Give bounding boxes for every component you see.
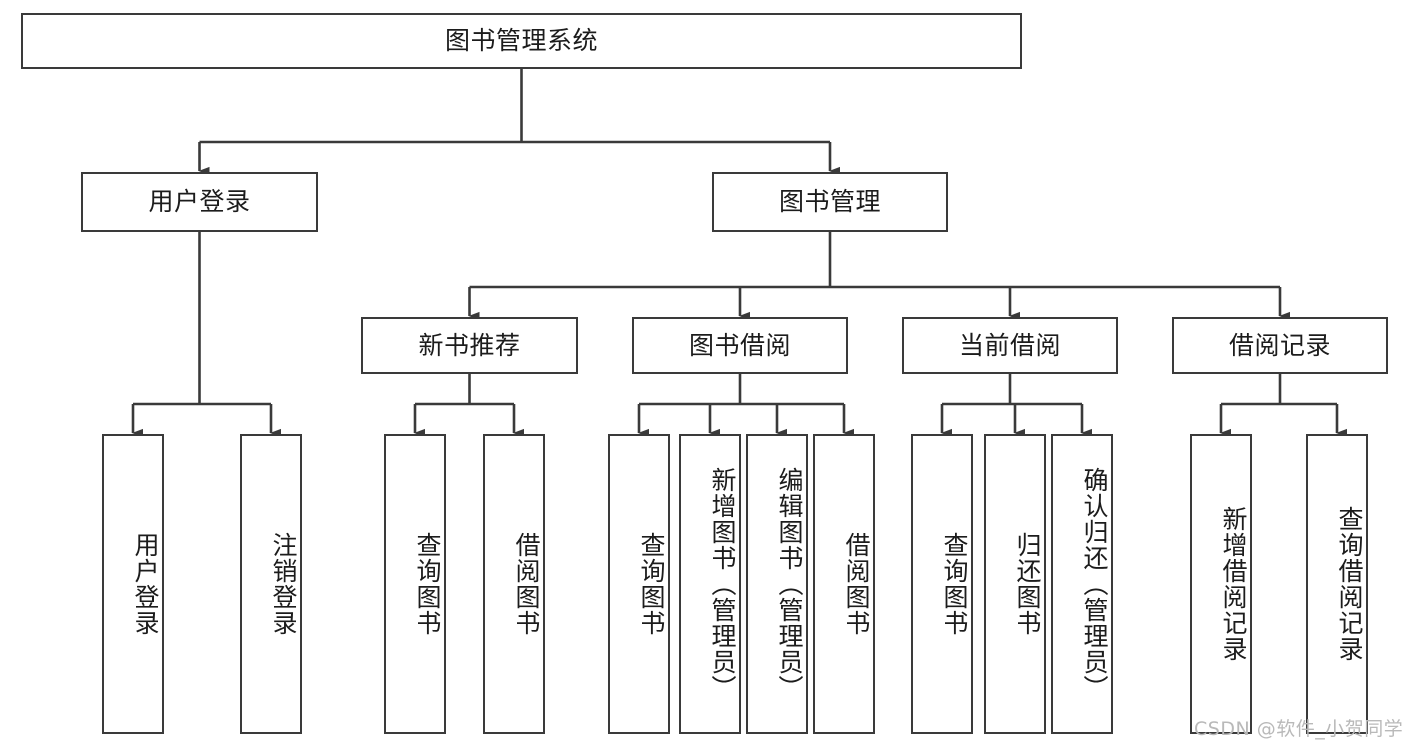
leaf-cur-query-book-label: 查询图书 [940, 532, 969, 636]
leaf-rec-borrow-book[interactable]: 借阅图书 [483, 434, 545, 734]
leaf-rec-query-record[interactable]: 查询借阅记录 [1306, 434, 1368, 734]
node-root-label: 图书管理系统 [444, 26, 598, 56]
node-user-login[interactable]: 用户登录 [81, 172, 318, 232]
leaf-borrow-query-book-label: 查询图书 [637, 532, 666, 636]
leaf-borrow-borrow-book[interactable]: 借阅图书 [813, 434, 875, 734]
leaf-borrow-query-book[interactable]: 查询图书 [608, 434, 670, 734]
node-book-borrow[interactable]: 图书借阅 [632, 317, 848, 374]
leaf-borrow-borrow-book-label: 借阅图书 [842, 532, 871, 636]
node-user-login-label: 用户登录 [148, 187, 251, 217]
leaf-cur-return-book-label: 归还图书 [1013, 532, 1042, 636]
leaf-rec-query-book[interactable]: 查询图书 [384, 434, 446, 734]
leaf-rec-add-record[interactable]: 新增借阅记录 [1190, 434, 1252, 734]
leaf-rec-query-record-label: 查询借阅记录 [1335, 506, 1364, 662]
node-current-borrow-label: 当前借阅 [958, 330, 1061, 360]
node-book-management-label: 图书管理 [778, 187, 881, 217]
leaf-cur-return-book[interactable]: 归还图书 [984, 434, 1046, 734]
node-new-book-recommend[interactable]: 新书推荐 [361, 317, 578, 374]
leaf-user-login[interactable]: 用户登录 [102, 434, 164, 734]
leaf-cur-confirm-return-label: 确认归还（管理员） [1080, 467, 1109, 701]
leaf-cur-query-book[interactable]: 查询图书 [911, 434, 973, 734]
node-root[interactable]: 图书管理系统 [21, 13, 1022, 69]
leaf-borrow-add-book[interactable]: 新增图书（管理员） [679, 434, 741, 734]
node-new-book-recommend-label: 新书推荐 [418, 330, 521, 360]
leaf-user-logout[interactable]: 注销登录 [240, 434, 302, 734]
leaf-rec-query-book-label: 查询图书 [413, 532, 442, 636]
csdn-watermark: CSDN @软件_小贺同学 [1194, 718, 1404, 740]
leaf-borrow-add-book-label: 新增图书（管理员） [708, 467, 737, 701]
node-borrow-record-label: 借阅记录 [1228, 330, 1331, 360]
leaf-user-login-label: 用户登录 [131, 532, 160, 636]
node-current-borrow[interactable]: 当前借阅 [902, 317, 1118, 374]
leaf-cur-confirm-return[interactable]: 确认归还（管理员） [1051, 434, 1113, 734]
node-borrow-record[interactable]: 借阅记录 [1172, 317, 1388, 374]
node-book-borrow-label: 图书借阅 [688, 330, 791, 360]
node-book-management[interactable]: 图书管理 [712, 172, 948, 232]
leaf-borrow-edit-book[interactable]: 编辑图书（管理员） [746, 434, 808, 734]
leaf-user-logout-label: 注销登录 [269, 532, 298, 636]
leaf-borrow-edit-book-label: 编辑图书（管理员） [775, 467, 804, 701]
leaf-rec-add-record-label: 新增借阅记录 [1219, 506, 1248, 662]
leaf-rec-borrow-book-label: 借阅图书 [512, 532, 541, 636]
